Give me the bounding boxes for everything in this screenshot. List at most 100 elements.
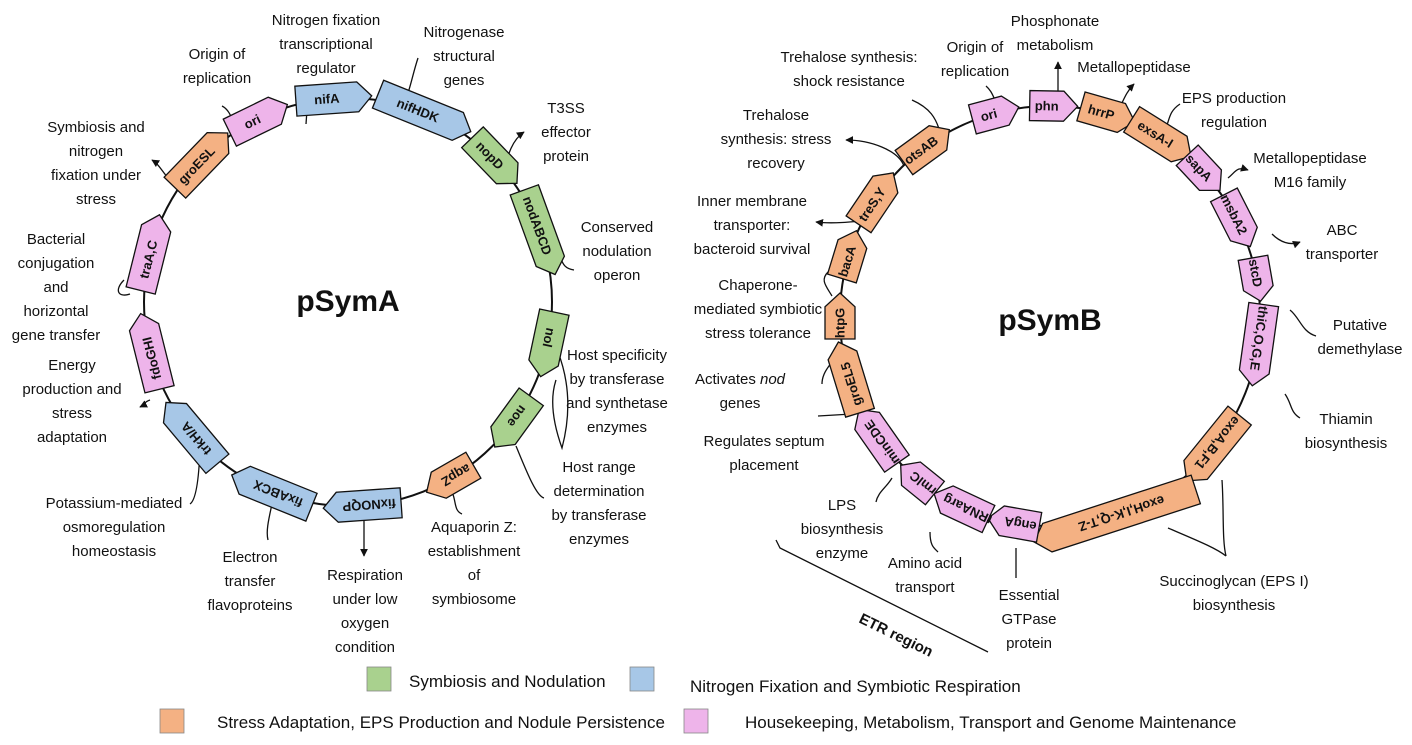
legend-label-symbiosis: Symbiosis and Nodulation	[409, 672, 606, 691]
psymb-gene-label-hrrp: hrrP	[1086, 101, 1116, 123]
psyma-gene-block-nifhdk	[371, 79, 472, 142]
legend-label-nitrogen: Nitrogen Fixation and Symbiotic Respirat…	[690, 677, 1021, 696]
psymb-leader-lines	[815, 61, 1317, 578]
psymb-gene-htpg: htpG	[824, 292, 856, 340]
psymb-gene-rmlc: rmlC	[900, 461, 946, 506]
psyma-gene-trkh-a: trkH/A	[162, 401, 230, 475]
etr-region-label: ETR region	[856, 610, 935, 660]
psymb-gene-block-exsa-i	[1122, 105, 1192, 163]
psymb-gene-block-otsab	[894, 125, 950, 176]
psymb-gene-block-htpg	[824, 292, 856, 340]
psymb-gene-ori: ori	[967, 95, 1020, 135]
psyma-gene-block-nifa	[294, 81, 373, 117]
psymb-gene-block-tres-y	[845, 172, 899, 234]
psyma-gene-block-fixabcx	[230, 465, 318, 522]
annot-b-otsab: Trehalose synthesis:shock resistance	[780, 49, 917, 90]
psyma-gene-label-fixnoqp: fixNOQP	[342, 496, 397, 515]
psymb-gene-thic-o-g-e: thiC,O,G,E	[1238, 301, 1280, 387]
psymb-gene-block-rmlc	[900, 461, 946, 506]
psymb-gene-block-msba2	[1209, 187, 1258, 248]
annot-b-exoa: Succinoglycan (EPS I)biosynthesis	[1159, 573, 1308, 614]
psyma-gene-fdoghi: fdoGHI	[128, 312, 175, 394]
psymb-gene-phn: phn	[1028, 89, 1079, 122]
psyma-gene-noe: noe	[490, 387, 545, 448]
psyma-gene-block-fdoghi	[128, 312, 175, 394]
psyma-gene-aqpz: aqpZ	[425, 451, 482, 499]
psymb-gene-block-thic-o-g-e	[1238, 301, 1280, 387]
psyma-gene-block-noe	[490, 387, 545, 448]
psyma-gene-fixabcx: fixABCX	[230, 465, 318, 522]
psyma-gene-block-nol	[528, 308, 570, 378]
psyma-gene-nifa: nifA	[294, 81, 373, 117]
psymb-gene-block-mincde	[854, 408, 911, 474]
psymb-gene-block-ori	[967, 95, 1020, 135]
psymb-gene-block-trnaarg	[933, 485, 996, 534]
psymb-gene-groel5: groEL5	[827, 341, 876, 418]
psymb-gene-baca: bacA	[826, 229, 868, 284]
legend: Symbiosis and Nodulation Nitrogen Fixati…	[159, 666, 1236, 734]
psyma-gene-fixnoqp: fixNOQP	[322, 487, 403, 523]
psyma-gene-block-aqpz	[425, 451, 482, 499]
psymb-gene-block-sapa	[1175, 144, 1223, 192]
psymb-gene-block-enga	[987, 505, 1043, 543]
psymb-gene-label-stcd: stcD	[1246, 258, 1266, 288]
psymb-gene-block-exoa-b-f1	[1183, 405, 1253, 482]
psymb-gene-otsab: otsAB	[894, 125, 950, 176]
psymb-gene-stcd: stcD	[1237, 254, 1274, 303]
psymb-gene-tres-y: treS,Y	[845, 172, 899, 234]
psyma-gene-nodabcd: nodABCD	[509, 183, 566, 276]
legend-swatch-nitrogen	[629, 666, 655, 692]
psymb-title: pSymB	[998, 304, 1101, 337]
legend-swatch-symbiosis	[366, 666, 392, 692]
psyma-gene-label-nifa: nifA	[314, 91, 341, 108]
legend-swatch-housekeeping	[683, 708, 709, 734]
psyma-gene-block-nodabcd	[509, 183, 566, 276]
psyma-gene-groesl: groESL	[163, 131, 230, 199]
psyma-gene-block-fixnoqp	[322, 487, 403, 523]
psymb-gene-label-enga: engA	[1002, 514, 1037, 535]
psymb-gene-block-groel5	[827, 341, 876, 418]
etr-bracket	[775, 539, 989, 653]
legend-label-housekeeping: Housekeeping, Metabolism, Transport and …	[745, 713, 1236, 732]
psymb-annotations: Trehalose synthesis:shock resistance Ori…	[694, 13, 1403, 652]
psymb-gene-enga: engA	[987, 505, 1043, 543]
psyma-gene-traa-c: traA,C	[125, 213, 172, 295]
psymb-gene-label-htpg: htpG	[833, 308, 848, 338]
psymb-gene-block-baca	[826, 229, 868, 284]
psymb-gene-msba2: msbA2	[1209, 187, 1258, 248]
psyma-gene-block-nopd	[460, 125, 519, 185]
legend-label-stress: Stress Adaptation, EPS Production and No…	[217, 713, 665, 732]
psyma-gene-block-traa-c	[125, 213, 172, 295]
psymb-gene-block-stcd	[1237, 254, 1274, 303]
psymb-gene-block-phn	[1028, 89, 1079, 122]
psyma-gene-label-ori: ori	[242, 111, 264, 132]
psyma-gene-nol: nol	[528, 308, 570, 378]
psymb-gene-label-phn: phn	[1035, 98, 1059, 113]
